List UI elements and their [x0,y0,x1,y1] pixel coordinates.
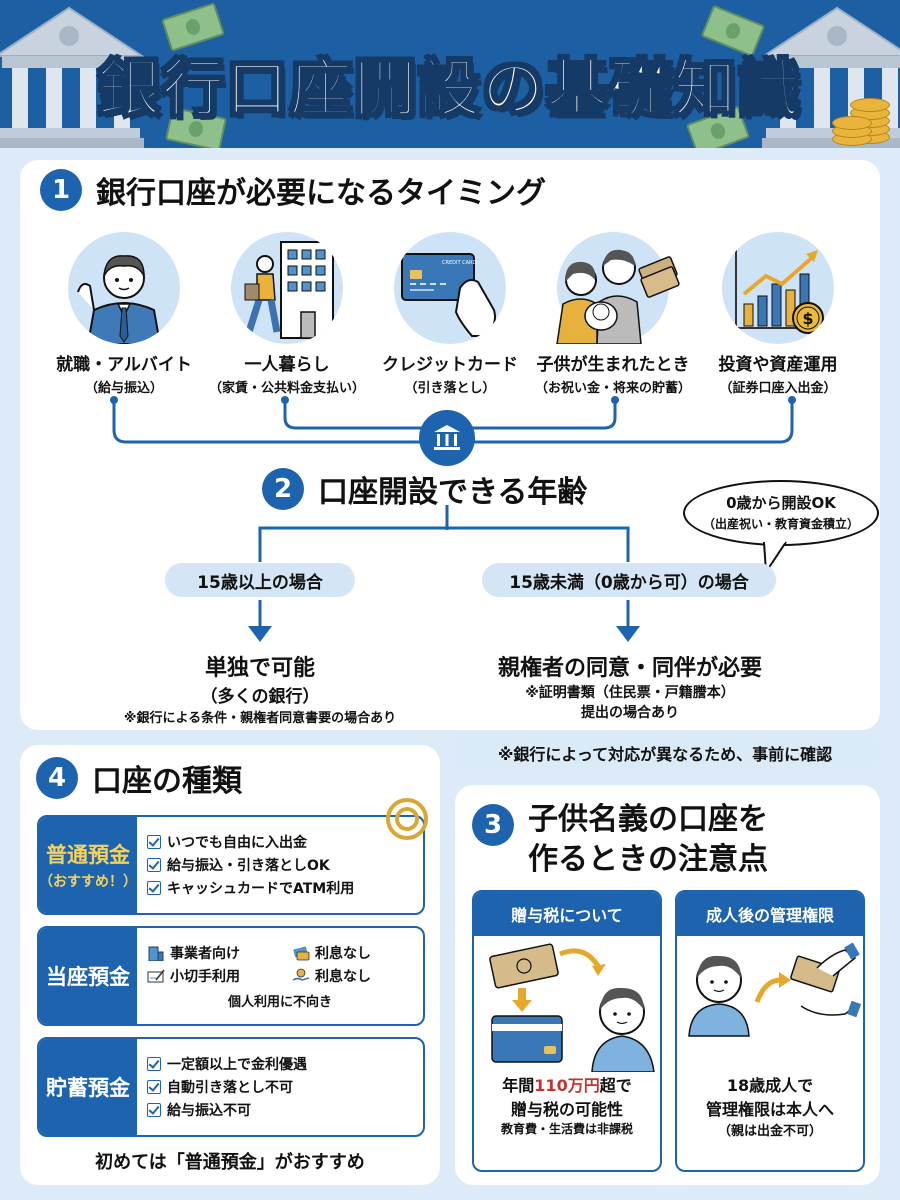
section-number-badge: 3 [472,804,514,846]
result-note: 提出の場合あり [581,705,679,721]
credit-card-icon: CREDIT CARD [394,232,506,344]
gift-tax-text: 年間110万円超で 贈与税の可能性 教育費・生活費は非課税 [500,1076,633,1136]
bank-icon [419,410,475,466]
age-condition-under-15: 15歳未満（0歳から可）の場合 [482,563,776,597]
account-name: 普通預金 （おすすめ！） [39,817,137,913]
recommended-tag: （おすすめ！） [39,874,137,890]
age-condition-15-plus: 15歳以上の場合 [165,563,355,597]
double-circle-recommended-icon [386,798,428,840]
timing-label: 投資や資産運用 [718,355,838,375]
timing-sublabel: （お祝い金・将来の貯蓄） [534,381,691,396]
family-baby-icon [556,232,680,344]
timing-item-employment: 就職・アルバイト （給与振込） [40,232,208,396]
management-rights-card: 成人後の管理権限 18歳成人で 管理権限は本人へ （親は出金不可） [675,890,865,1172]
svg-text:$: $ [802,309,813,328]
businessman-icon [68,232,180,344]
section-3-heading: 3 子供名義の口座を 作るときの注意点 [472,800,768,880]
feature-item: 自動引き落とし不可 [147,1077,413,1097]
age-result-15-plus: 単独で可能 （多くの銀行） ※銀行による条件・親権者同意書要の場合あり [80,650,440,726]
yen-coins-icon [832,80,892,146]
timing-item-credit-card: CREDIT CARD クレジットカード （引き落とし） [366,232,534,396]
result-detail: ※証明書類（住民票・戸籍謄本） [525,685,735,701]
account-type-current: 当座預金 事業者向け 利息なし 小切手利用 利息なし 個人利用に不向き [37,926,425,1026]
feature-item: 利息なし [292,966,413,986]
age-result-under-15: 親権者の同意・同伴が必要 ※証明書類（住民票・戸籍謄本） 提出の場合あり [460,650,800,722]
account-features: いつでも自由に入出金 給与振込・引き落としOK キャッシュカードでATM利用 [137,817,423,913]
section-number-badge: 4 [36,757,78,799]
account-features: 一定額以上で金利優遇 自動引き落とし不可 給与振込不可 [137,1039,423,1135]
card-header: 成人後の管理権限 [677,892,863,936]
adult-handover-icon [677,936,863,1072]
timing-label: クレジットカード [382,355,518,375]
checkbox-icon [147,1080,161,1094]
checkbox-icon [147,858,161,872]
feature-item: 小切手利用 [147,966,282,986]
wallet-card-icon [293,946,310,960]
checkbox-icon [147,835,161,849]
check-pen-icon [147,969,165,982]
header-banner: 銀行口座開設の基礎知識 [0,0,900,148]
page-title: 銀行口座開設の基礎知識 [97,51,802,126]
feature-item: 一定額以上で金利優遇 [147,1054,413,1074]
feature-item: 給与振込不可 [147,1100,413,1120]
gift-tax-card: 贈与税について 年間110万円超で 贈与税の可能性 教育費・生活費は非課税 [472,890,662,1172]
timing-item-living-alone: 一人暮らし （家賃・公共料金支払い） [203,232,371,396]
section-title: 口座の種類 [92,764,242,799]
svg-text:CREDIT CARD: CREDIT CARD [442,260,476,266]
speech-bubble: 0歳から開設OK （出産祝い・教育資金積立） [683,480,879,546]
section-number-badge: 2 [262,468,304,510]
timing-sublabel: （給与振込） [84,381,163,396]
feature-item: 利息なし [292,943,413,963]
account-type-ordinary: 普通預金 （おすすめ！） いつでも自由に入出金 給与振込・引き落としOK キャッ… [37,815,425,915]
age-footnote: ※銀行によって対応が異なるため、事前に確認 [450,735,880,771]
feature-item: いつでも自由に入出金 [147,832,413,852]
section-title: 銀行口座が必要になるタイミング [96,176,546,211]
recommendation-text: 初めては「普通預金」がおすすめ [95,1152,365,1173]
coin-hand-icon [292,968,310,981]
result-headline: 親権者の同意・同伴が必要 [497,656,762,681]
feature-item: 事業者向け [147,943,282,963]
investment-chart-icon: $ [722,232,834,344]
section-number-badge: 1 [40,169,82,211]
timing-sublabel: （引き落とし） [404,381,496,396]
card-header: 贈与税について [474,892,660,936]
account-name: 当座預金 [39,928,137,1024]
account-name: 貯蓄預金 [39,1039,137,1135]
account-note: 個人利用に不向き [227,994,332,1010]
money-to-child-icon [474,936,660,1073]
checkbox-icon [147,1103,161,1117]
bubble-detail: （出産祝い・教育資金積立） [702,517,859,531]
checkbox-icon [147,881,161,895]
result-headline: 単独で可能 [204,656,315,681]
timing-item-investment: $ 投資や資産運用 （証券口座入出金） [694,232,862,396]
timing-label: 一人暮らし [244,355,330,375]
result-note: ※銀行による条件・親権者同意書要の場合あり [123,711,397,726]
section-title: 子供名義の口座を 作るときの注意点 [528,802,768,877]
account-features: 事業者向け 利息なし 小切手利用 利息なし 個人利用に不向き [137,928,423,1024]
timing-item-child-birth: 子供が生まれたとき （お祝い金・将来の貯蓄） [529,232,697,396]
checkbox-icon [147,1057,161,1071]
timing-sublabel: （証券口座入出金） [719,381,837,396]
feature-item: キャッシュカードでATM利用 [147,878,413,898]
section-2-heading: 2 口座開設できる年齢 [262,467,587,511]
section-4-heading: 4 口座の種類 [36,756,242,800]
section-1-heading: 1 銀行口座が必要になるタイミング [40,168,546,212]
feature-item: 給与振込・引き落としOK [147,855,413,875]
section-title: 口座開設できる年齢 [318,475,588,510]
timing-label: 就職・アルバイト [56,355,192,375]
timing-label: 子供が生まれたとき [536,355,690,375]
result-detail: （多くの銀行） [200,687,320,707]
management-rights-text: 18歳成人で 管理権限は本人へ （親は出金不可） [705,1076,834,1139]
bank-building-icon [0,6,144,148]
office-building-icon [148,946,164,961]
bubble-headline: 0歳から開設OK [726,494,836,512]
account-type-savings: 貯蓄預金 一定額以上で金利優遇 自動引き落とし不可 給与振込不可 [37,1037,425,1137]
moving-apartment-icon [231,232,343,344]
timing-sublabel: （家賃・公共料金支払い） [208,381,365,396]
tax-threshold-amount: 110万円 [534,1076,600,1095]
